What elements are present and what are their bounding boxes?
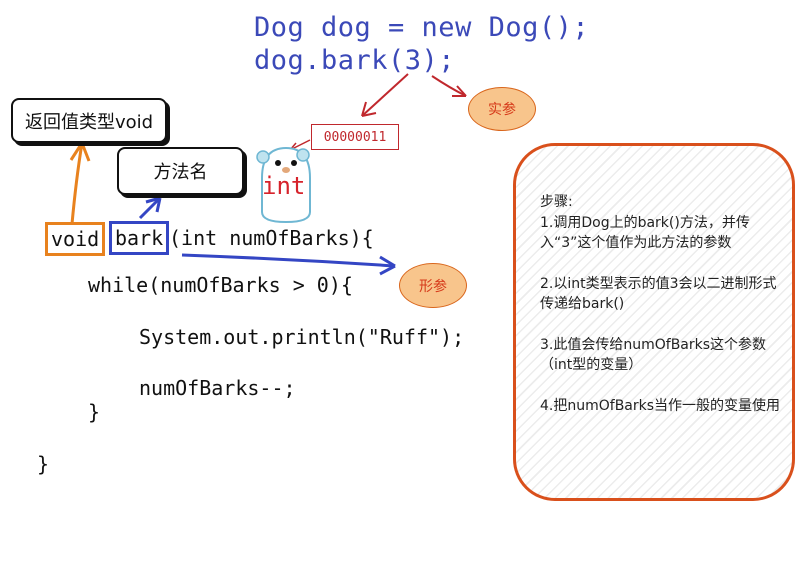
step-4: 4.把numOfBarks当作一般的变量使用: [540, 397, 781, 414]
while-line: while(numOfBarks > 0){: [88, 273, 353, 297]
arrow-param-to-formal: [181, 253, 396, 268]
int-type-label: int: [262, 172, 306, 200]
code-line-bark-call: dog.bark(3);: [254, 45, 456, 76]
close-while-brace: }: [88, 400, 101, 424]
steps-title: 步骤:: [540, 194, 573, 210]
gopher-mascot-icon: [256, 146, 311, 224]
return-type-label: 返回值类型void: [11, 98, 167, 143]
code-line-dog-new: Dog dog = new Dog();: [254, 12, 590, 43]
decrement-line: numOfBarks--;: [139, 376, 296, 400]
close-method-brace: }: [37, 452, 50, 476]
step-1: 1.调用Dog上的bark()方法，并传入“3”这个值作为此方法的参数: [540, 214, 750, 252]
arrow-void-to-return-type: [70, 142, 84, 225]
void-keyword: void: [45, 222, 106, 256]
actual-param-label: 实参: [468, 87, 536, 131]
step-3: 3.此值会传给numOfBarks这个参数（int型的变量）: [540, 336, 767, 374]
binary-value-box: 00000011: [311, 124, 399, 150]
arrow-bark-to-method-name: [138, 196, 162, 220]
step-2: 2.以int类型表示的值3会以二进制形式传递给bark(): [540, 275, 777, 313]
arrow-to-binary: [361, 73, 409, 117]
method-params: (int numOfBarks){: [169, 226, 374, 250]
bark-method-name: bark: [109, 221, 170, 255]
steps-panel: 步骤: 1.调用Dog上的bark()方法，并传入“3”这个值作为此方法的参数 …: [513, 143, 795, 501]
println-line: System.out.println("Ruff");: [139, 325, 465, 349]
method-name-label: 方法名: [117, 147, 244, 195]
arrow-to-actual-param: [431, 75, 467, 97]
formal-param-label: 形参: [399, 263, 467, 308]
